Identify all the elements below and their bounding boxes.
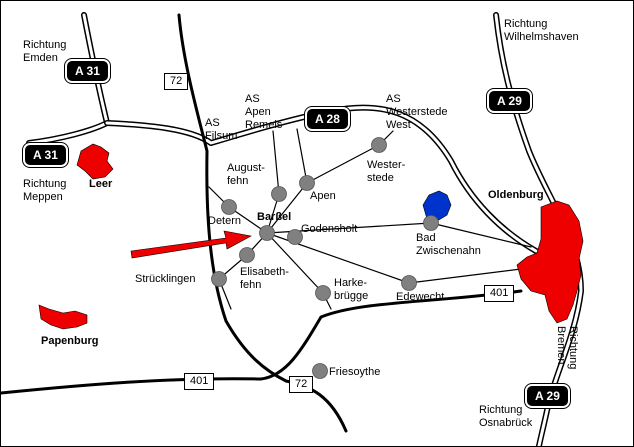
oldenburg-area xyxy=(516,200,584,324)
shield-a31-west: A 31 xyxy=(23,143,68,167)
town-oldenburg: Oldenburg xyxy=(488,189,544,201)
place-friesoythe: Friesoythe xyxy=(329,366,381,378)
shield-a29-north: A 29 xyxy=(487,89,532,113)
pointer-arrow xyxy=(130,230,252,259)
node-bad-zwischenahn xyxy=(423,215,439,231)
sign-b401-west: 401 xyxy=(184,373,215,390)
town-barssel: Barßel xyxy=(257,211,292,223)
place-augustfehn: August-fehn xyxy=(227,162,265,187)
node-apen xyxy=(299,175,315,191)
node-elisabethfehn xyxy=(239,247,255,263)
shield-a31-north: A 31 xyxy=(65,59,110,83)
node-barssel xyxy=(259,225,275,241)
node-edewecht xyxy=(401,275,417,291)
node-detern xyxy=(221,199,237,215)
papenburg-area xyxy=(38,304,88,330)
node-godensholt xyxy=(287,229,303,245)
place-godensholt: Godensholt xyxy=(301,223,358,235)
node-strucklingen xyxy=(211,271,227,287)
shield-a28: A 28 xyxy=(305,107,350,131)
town-leer: Leer xyxy=(89,178,113,190)
b401-road xyxy=(1,289,523,395)
node-friesoythe xyxy=(312,363,328,379)
place-harkebrugge: Harke-brügge xyxy=(334,277,369,302)
place-detern: Detern xyxy=(208,215,242,227)
node-harkebrugge xyxy=(315,285,331,301)
node-westerstede xyxy=(371,137,387,153)
sign-b72-north: 72 xyxy=(164,73,189,90)
place-strucklingen: Strücklingen xyxy=(135,273,196,285)
place-westerstede: Wester-stede xyxy=(367,159,406,184)
place-edewecht: Edewecht xyxy=(396,291,445,303)
sign-b401-east: 401 xyxy=(484,285,515,302)
town-papenburg: Papenburg xyxy=(41,335,99,347)
node-augustfehn xyxy=(271,186,287,202)
sign-b72-south: 72 xyxy=(289,376,314,393)
shield-a29-south: A 29 xyxy=(525,384,570,408)
leer-area xyxy=(76,143,114,180)
place-apen: Apen xyxy=(310,190,336,202)
place-elisabethfehn: Elisabeth-fehn xyxy=(240,266,289,291)
